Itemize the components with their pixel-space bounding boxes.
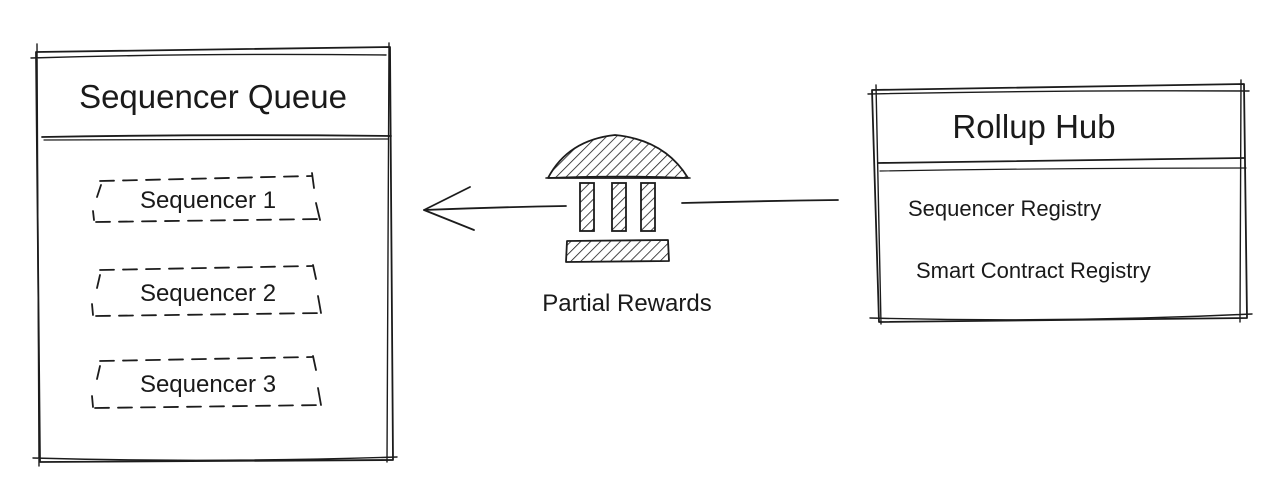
partial-rewards-label: Partial Rewards	[542, 290, 711, 317]
sequencer-item: Sequencer 2	[91, 264, 325, 317]
rollup-hub-title: Rollup Hub	[952, 108, 1115, 145]
bank-icon	[545, 134, 691, 263]
sequencer-item-label: Sequencer 2	[140, 280, 276, 307]
sequencer-item-label: Sequencer 3	[140, 371, 276, 398]
sequencer-item-label: Sequencer 1	[140, 187, 276, 214]
sequencer-queue-title: Sequencer Queue	[79, 78, 347, 115]
hub-connector-line	[681, 199, 839, 204]
sequencer-item: Sequencer 3	[91, 355, 325, 409]
partial-rewards-arrow	[423, 186, 567, 231]
rollup-hub-box: Rollup Hub Sequencer Registry Smart Cont…	[867, 79, 1253, 325]
sequencer-queue-box: Sequencer Queue Sequencer 1 Sequencer 2 …	[30, 42, 398, 467]
hub-item-label: Smart Contract Registry	[916, 258, 1151, 283]
sequencer-item: Sequencer 1	[92, 172, 323, 223]
hub-item-label: Sequencer Registry	[908, 196, 1101, 221]
